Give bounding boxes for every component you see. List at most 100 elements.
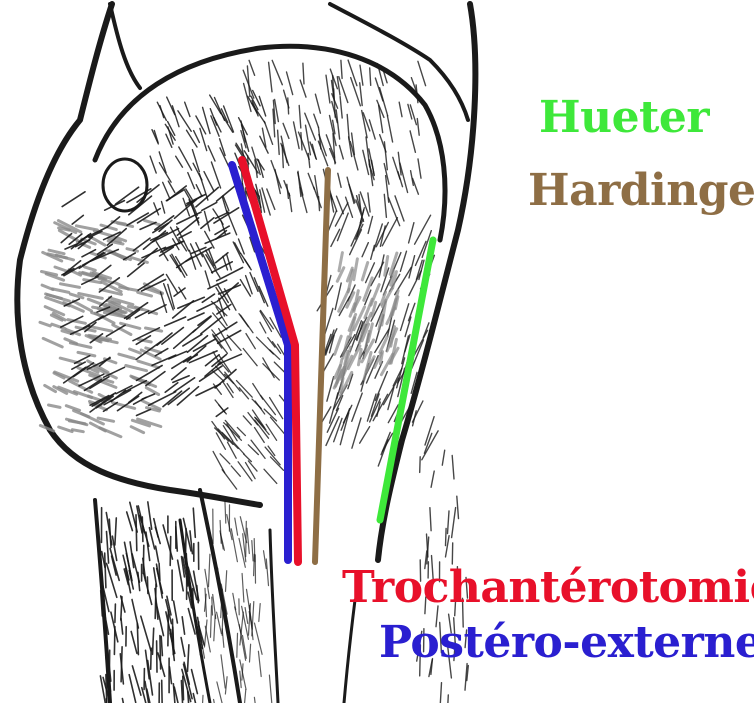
hatch-stroke [183, 334, 202, 346]
hatch-stroke [232, 441, 244, 454]
hatch-stroke [201, 695, 203, 703]
hatch-stroke [62, 192, 85, 207]
hatch-stroke [283, 123, 289, 138]
medial-contour [180, 520, 210, 703]
hatch-stroke [122, 699, 128, 703]
hatch-stroke [259, 287, 268, 307]
hatch-stroke [409, 223, 414, 243]
hatch-stroke [106, 699, 107, 703]
hatch-stroke [340, 97, 342, 118]
hatch-stroke [250, 644, 251, 662]
hatch-stroke [212, 597, 213, 615]
hatch-stroke [341, 60, 342, 78]
hatch-stroke [131, 427, 143, 433]
hatch-stroke [416, 85, 418, 103]
hatch-stroke [227, 211, 237, 235]
hatch-stroke [245, 608, 248, 624]
hatch-stroke [226, 571, 227, 592]
hatch-stroke [260, 322, 266, 333]
hatch-stroke [178, 297, 205, 308]
hatch-stroke [225, 677, 227, 694]
hatch-stroke [242, 664, 243, 680]
hatch-stroke [308, 154, 310, 168]
hatch-stroke [168, 181, 175, 192]
hatch-stroke [161, 292, 167, 312]
hatch-stroke [153, 628, 154, 654]
hatch-stroke [360, 65, 363, 85]
hatch-stroke [170, 537, 171, 566]
hatch-stroke [225, 420, 239, 437]
hatch-stroke [43, 338, 62, 347]
hatch-stroke [260, 311, 272, 331]
hatch-stroke [174, 601, 178, 623]
hatch-stroke [160, 106, 164, 118]
hatch-stroke [253, 384, 263, 400]
hatch-stroke [360, 427, 370, 443]
hatch-stroke [121, 647, 122, 682]
hatch-stroke [452, 456, 454, 479]
hatch-stroke [440, 683, 442, 703]
hatch-stroke [246, 521, 247, 556]
hatch-stroke [452, 508, 456, 538]
hatch-stroke [116, 187, 139, 204]
hatch-stroke [231, 466, 240, 476]
hatch-stroke [447, 695, 448, 703]
hatch-stroke [182, 617, 184, 634]
hatch-stroke [254, 554, 255, 576]
hatch-stroke [299, 106, 301, 128]
hatch-stroke [244, 454, 252, 462]
hatch-stroke [217, 682, 223, 703]
hatch-stroke [239, 388, 248, 399]
hatch-stroke [380, 352, 382, 364]
hatch-stroke [409, 271, 421, 296]
hatch-stroke [413, 179, 419, 195]
hatch-stroke [162, 680, 163, 703]
hatch-stroke [70, 381, 92, 392]
hatch-stroke [254, 697, 258, 703]
hatch-stroke [219, 356, 230, 373]
hatch-stroke [193, 694, 198, 703]
hatch-stroke [140, 222, 156, 229]
hatch-stroke [255, 401, 265, 414]
hatch-stroke [192, 670, 198, 694]
hatch-stroke [362, 243, 368, 257]
hatch-stroke [191, 244, 202, 266]
hatch-stroke [100, 428, 121, 437]
hueter-incision [380, 240, 433, 520]
hatch-stroke [252, 541, 253, 561]
hatch-stroke [410, 131, 415, 152]
hatch-stroke [343, 405, 351, 423]
hatch-stroke [221, 655, 225, 688]
hatch-stroke [60, 358, 81, 363]
hatch-stroke [129, 675, 136, 703]
hatch-stroke [259, 604, 260, 622]
hatch-stroke [105, 553, 106, 588]
hatch-stroke [172, 254, 185, 277]
tendon-contour [344, 600, 355, 703]
hatch-stroke [59, 427, 72, 432]
hatch-stroke [310, 142, 316, 159]
hatch-stroke [157, 333, 172, 345]
hatch-stroke [212, 370, 224, 381]
hueter-label: Hueter [539, 96, 709, 140]
hatch-stroke [211, 606, 212, 638]
inner-fold-contour [110, 4, 140, 88]
hatch-stroke [161, 636, 162, 655]
hatch-stroke [196, 185, 202, 196]
hatch-stroke [272, 60, 282, 84]
hatch-stroke [448, 511, 450, 534]
hatch-stroke [85, 267, 96, 270]
hatch-stroke [264, 122, 272, 145]
hatch-stroke [248, 445, 258, 455]
hatch-stroke [250, 273, 258, 292]
hatch-stroke [221, 221, 225, 234]
hatch-stroke [179, 147, 192, 170]
hatch-stroke [213, 451, 225, 472]
hatch-stroke [362, 263, 367, 280]
hatch-stroke [258, 651, 261, 676]
hatch-stroke [418, 61, 426, 85]
hatch-stroke [220, 454, 230, 464]
hatch-stroke [237, 633, 238, 657]
hatch-stroke [247, 528, 249, 553]
hatch-stroke [149, 528, 154, 549]
